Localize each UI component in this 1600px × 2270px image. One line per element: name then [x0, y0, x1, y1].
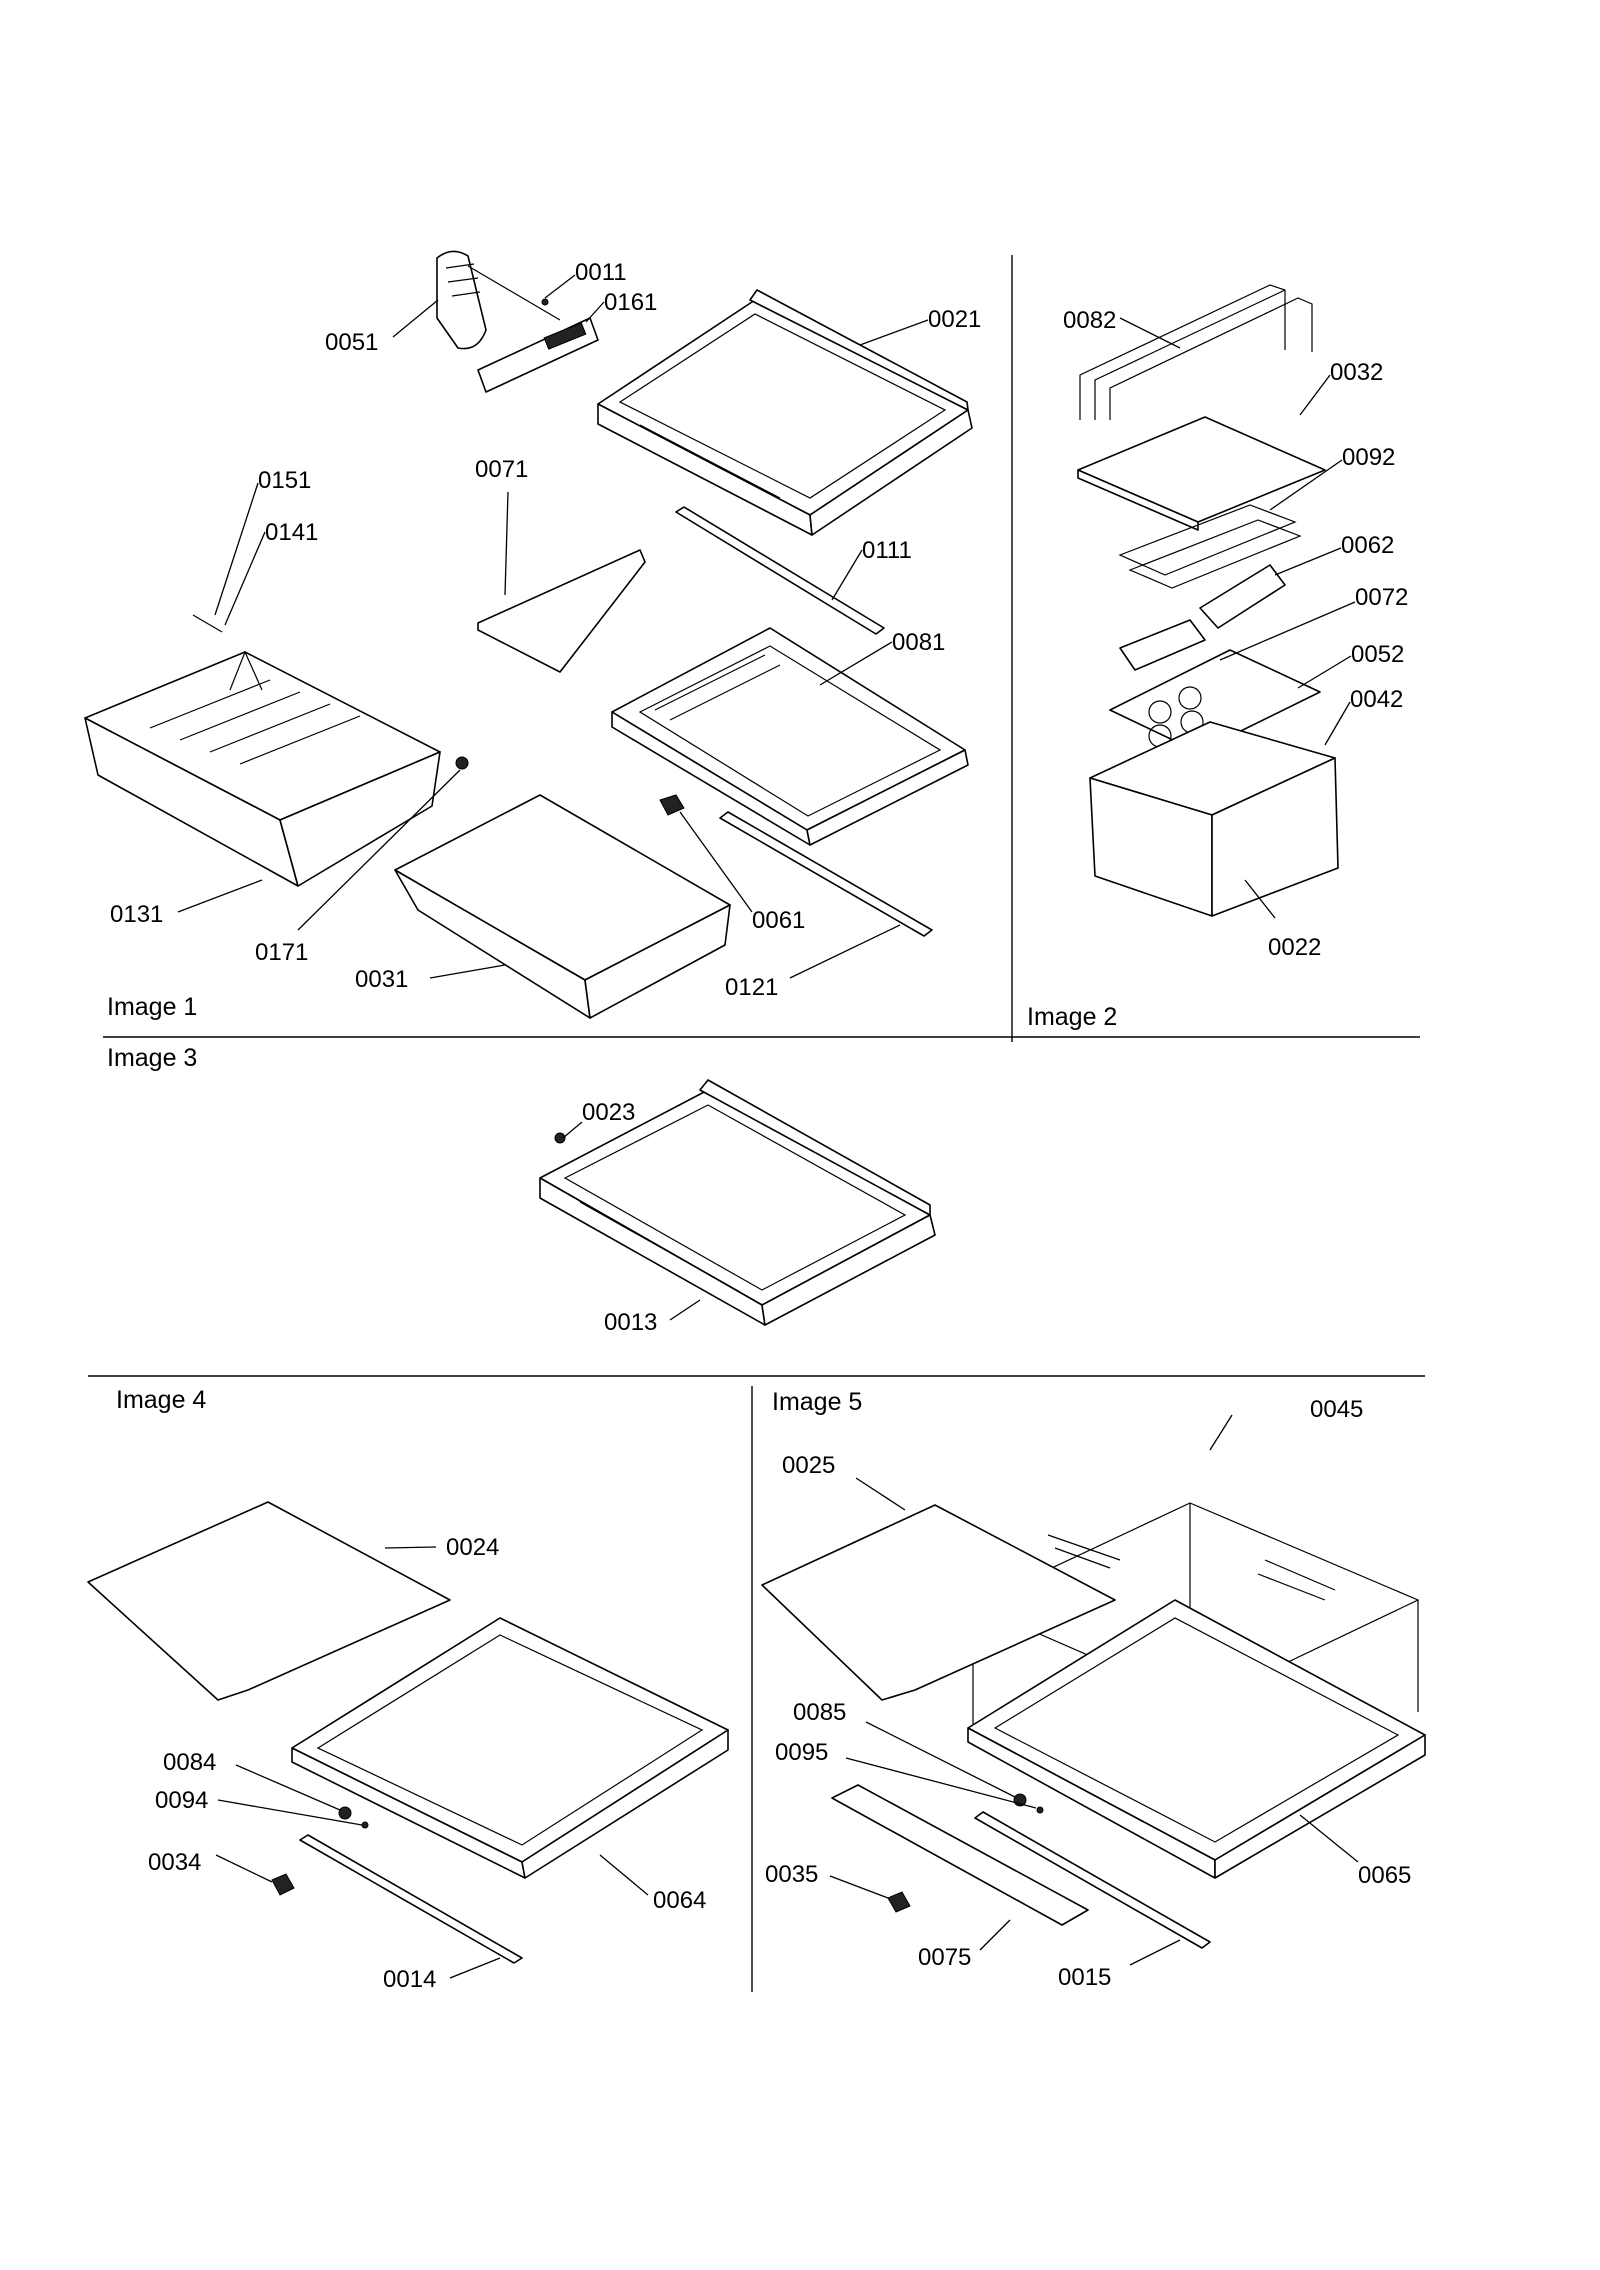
label-0171: 0171 [255, 939, 308, 966]
section-captions: Image 1 Image 2 Image 3 Image 4 Image 5 [107, 993, 1117, 1416]
label-0045: 0045 [1310, 1396, 1363, 1423]
pan-0031 [394, 794, 731, 1019]
part-labels: 0011 0161 0051 0021 0151 0141 0071 0111 … [110, 259, 1411, 1993]
label-0081: 0081 [892, 629, 945, 656]
label-0051: 0051 [325, 329, 378, 356]
label-0021: 0021 [928, 306, 981, 333]
caption-image5: Image 5 [772, 1388, 862, 1416]
screw-0023 [554, 1132, 566, 1144]
label-0032: 0032 [1330, 359, 1383, 386]
shelf-0013 [539, 1079, 936, 1326]
trim-strip-0121 [719, 811, 933, 937]
label-0095: 0095 [775, 1739, 828, 1766]
label-0062: 0062 [1341, 532, 1394, 559]
label-0061: 0061 [752, 907, 805, 934]
pin-0094 [361, 1821, 369, 1829]
caption-image2: Image 2 [1027, 1003, 1117, 1031]
label-0161: 0161 [604, 289, 657, 316]
label-0072: 0072 [1355, 584, 1408, 611]
label-0151: 0151 [258, 467, 311, 494]
caption-image3: Image 3 [107, 1044, 197, 1072]
leader-lines [177, 274, 1359, 1979]
egg-holder-0072 [1119, 619, 1206, 671]
image1-drawing [84, 250, 973, 1019]
pin-0095 [1036, 1806, 1044, 1814]
image3-drawing [539, 1079, 936, 1326]
wire-rail-0092 [1118, 504, 1302, 589]
label-0094: 0094 [155, 1787, 208, 1814]
clip-0034 [271, 1873, 295, 1896]
shelf-0021 [597, 289, 973, 536]
image5-drawing [761, 1502, 1426, 1949]
bin-0022 [1089, 757, 1339, 917]
trim-strip-0111 [675, 506, 885, 635]
label-0131: 0131 [110, 901, 163, 928]
light-bracket-0161 [477, 317, 599, 393]
egg-tray-0052 [1109, 649, 1321, 753]
egg-insert-0062 [1199, 564, 1286, 629]
label-0024: 0024 [446, 1534, 499, 1561]
label-0092: 0092 [1342, 444, 1395, 471]
shelf-frame-0064 [291, 1617, 729, 1879]
roller-0171 [455, 756, 469, 770]
label-0035: 0035 [765, 1861, 818, 1888]
screw-0011 [541, 298, 549, 306]
label-0034: 0034 [148, 1849, 201, 1876]
glass-panel-0025 [761, 1504, 1116, 1701]
caption-image4: Image 4 [116, 1386, 206, 1414]
label-0141: 0141 [265, 519, 318, 546]
label-0082: 0082 [1063, 307, 1116, 334]
label-0013: 0013 [604, 1309, 657, 1336]
trim-strip-0014 [299, 1834, 523, 1964]
label-0071: 0071 [475, 456, 528, 483]
cover-plate-0032 [1077, 416, 1326, 531]
connector-line [467, 265, 561, 321]
label-0052: 0052 [1351, 641, 1404, 668]
label-0022: 0022 [1268, 934, 1321, 961]
label-0042: 0042 [1350, 686, 1403, 713]
label-0015: 0015 [1058, 1964, 1111, 1991]
light-cover-0051 [436, 250, 487, 350]
label-0025: 0025 [782, 1452, 835, 1479]
label-0084: 0084 [163, 1749, 216, 1776]
image4-drawing [87, 1501, 729, 1964]
caption-image1: Image 1 [107, 993, 197, 1021]
glass-panel-0024 [87, 1501, 451, 1701]
shelf-frame-0081 [611, 627, 969, 846]
front-trim-0075 [831, 1784, 1089, 1926]
label-0075: 0075 [918, 1944, 971, 1971]
shelf-frame-0065 [967, 1599, 1426, 1879]
label-0014: 0014 [383, 1966, 436, 1993]
section-dividers [88, 255, 1425, 1992]
label-0065: 0065 [1358, 1862, 1411, 1889]
cap-0084 [338, 1806, 352, 1820]
label-0085: 0085 [793, 1699, 846, 1726]
wire-rack-0082 [1079, 284, 1313, 420]
clip-0061 [659, 794, 685, 816]
image2-drawing [1077, 284, 1339, 917]
divider-plate-0071 [477, 549, 646, 673]
trim-strip-0015 [974, 1811, 1211, 1949]
crisper-drawer-0131 [84, 650, 441, 887]
label-0023: 0023 [582, 1099, 635, 1126]
label-0031: 0031 [355, 966, 408, 993]
label-0111: 0111 [862, 537, 912, 564]
clip-0035 [887, 1891, 911, 1913]
label-0121: 0121 [725, 974, 778, 1001]
label-0011: 0011 [575, 259, 627, 286]
label-0064: 0064 [653, 1887, 706, 1914]
pin-0151 [192, 614, 223, 633]
